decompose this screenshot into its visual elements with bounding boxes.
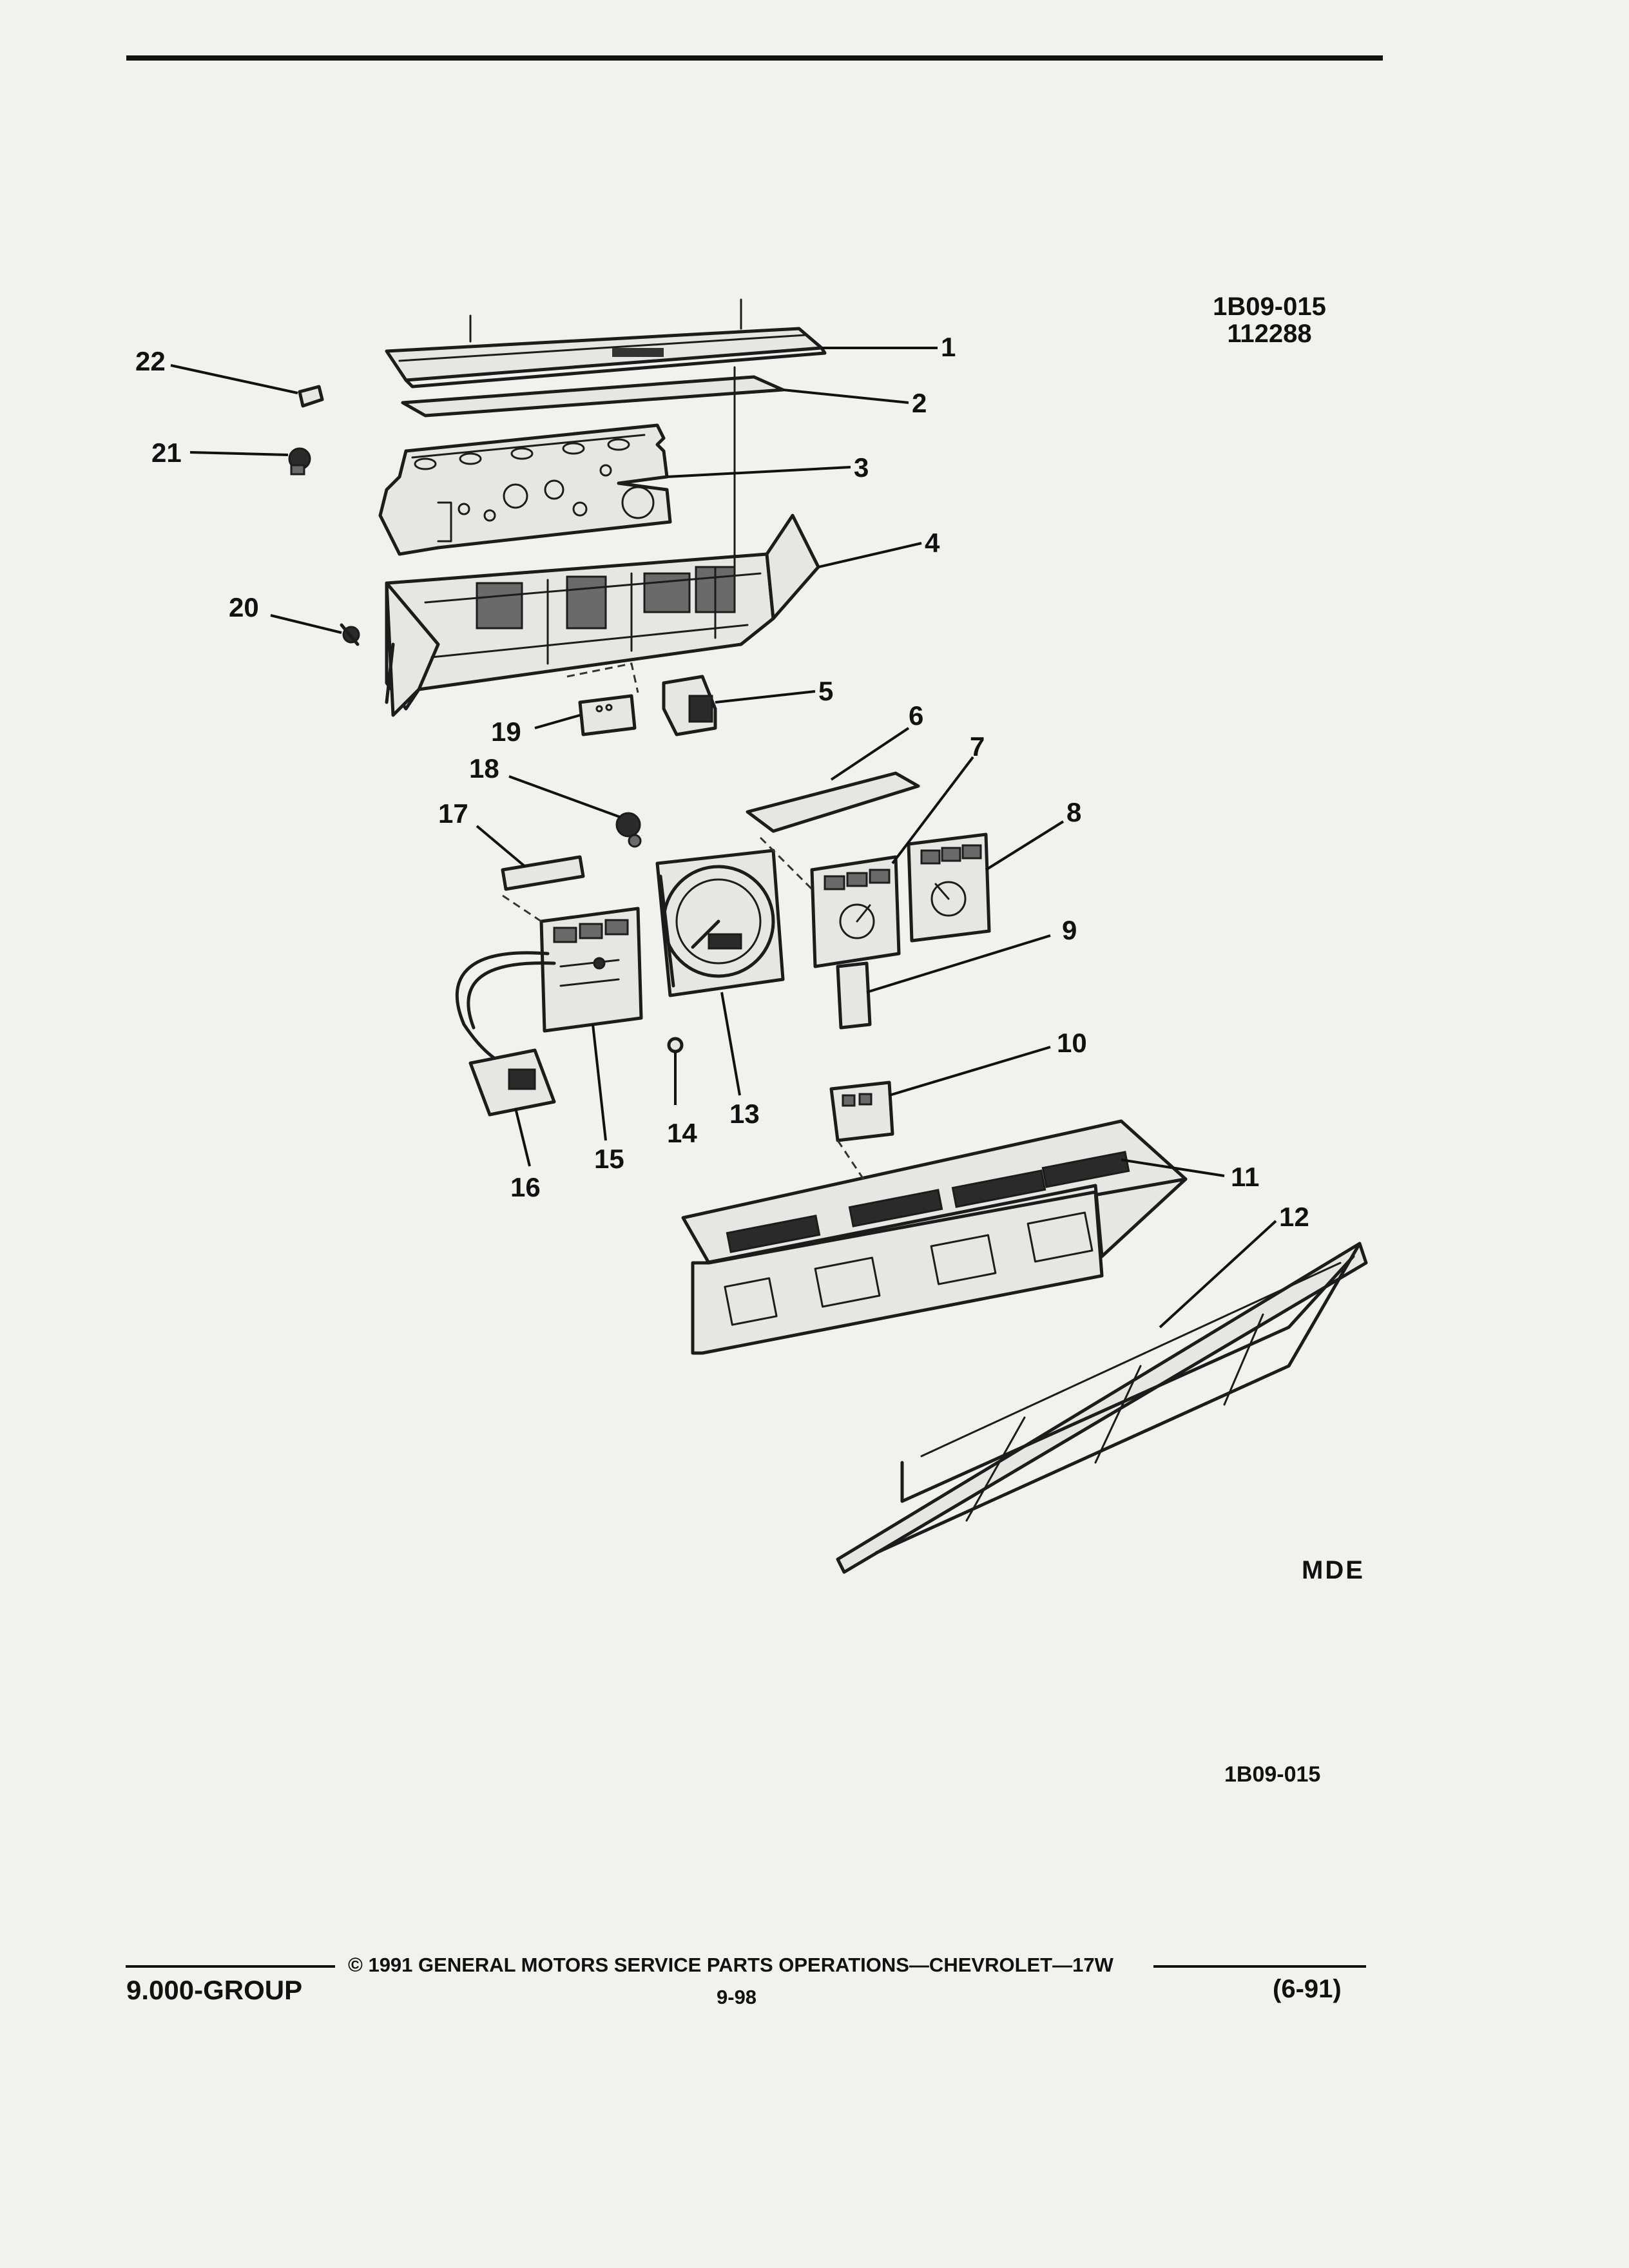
mde-logo: MDE xyxy=(1302,1556,1365,1584)
part-3-circuit-board xyxy=(378,423,672,556)
callout-5: 5 xyxy=(818,676,834,706)
callout-1: 1 xyxy=(941,332,956,362)
callout-4: 4 xyxy=(925,528,940,558)
part-5-switch xyxy=(662,675,717,736)
part-17-bracket xyxy=(501,855,585,891)
part-16-sender xyxy=(455,951,556,1117)
part-18-bulb-socket xyxy=(615,812,642,848)
illustration-code-block: 1B09-015 112288 xyxy=(1192,293,1347,347)
part-6-bracket xyxy=(746,771,920,833)
callout-2: 2 xyxy=(912,388,927,418)
part-10-indicator-panel xyxy=(829,1081,894,1142)
part-7-gauge xyxy=(810,855,901,968)
callout-16: 16 xyxy=(510,1172,541,1202)
part-20-screw xyxy=(340,623,360,646)
part-15-gauge xyxy=(539,907,643,1033)
part-9-clip xyxy=(836,961,872,1030)
callout-18: 18 xyxy=(469,753,499,783)
callout-12: 12 xyxy=(1279,1202,1309,1232)
callout-9: 9 xyxy=(1062,915,1077,945)
callout-3: 3 xyxy=(854,452,869,483)
footer-revision: (6-91) xyxy=(1273,1975,1342,2003)
footer-group: 9.000-GROUP xyxy=(126,1975,303,2005)
part-8-gauge xyxy=(907,832,991,943)
callout-leaders xyxy=(170,347,1277,1329)
callout-22: 22 xyxy=(135,346,166,376)
callout-8: 8 xyxy=(1066,797,1082,827)
part-14-bulb xyxy=(667,1037,684,1053)
callout-19: 19 xyxy=(491,716,521,747)
part-19-bracket xyxy=(566,662,639,736)
part-22-clip xyxy=(298,385,324,408)
top-rule xyxy=(126,55,1383,61)
callout-20: 20 xyxy=(229,592,259,622)
callout-10: 10 xyxy=(1057,1028,1087,1058)
callout-7: 7 xyxy=(970,731,985,762)
illustration-code: 1B09-015 xyxy=(1213,293,1326,321)
footer-copyright: © 1991 GENERAL MOTORS SERVICE PARTS OPER… xyxy=(348,1954,1113,1976)
callout-21: 21 xyxy=(151,437,182,468)
footer-page-number: 9-98 xyxy=(717,1986,757,2008)
illustration-date: 112288 xyxy=(1227,320,1312,348)
part-13-speedometer xyxy=(655,849,785,997)
callout-6: 6 xyxy=(909,700,924,731)
callout-17: 17 xyxy=(438,798,468,829)
part-12-lens xyxy=(836,1242,1368,1574)
part-21-screw xyxy=(288,447,311,476)
part-1-top-cover xyxy=(385,298,827,389)
assembly-line xyxy=(836,1140,865,1180)
callout-11: 11 xyxy=(1231,1162,1260,1192)
callout-14: 14 xyxy=(667,1118,697,1148)
callout-15: 15 xyxy=(594,1144,624,1174)
callout-13: 13 xyxy=(729,1099,760,1129)
figure-reference: 1B09-015 xyxy=(1224,1762,1321,1787)
part-4-cluster-housing xyxy=(385,366,820,717)
part-11-bezel xyxy=(681,1119,1188,1355)
assembly-line xyxy=(502,894,542,923)
